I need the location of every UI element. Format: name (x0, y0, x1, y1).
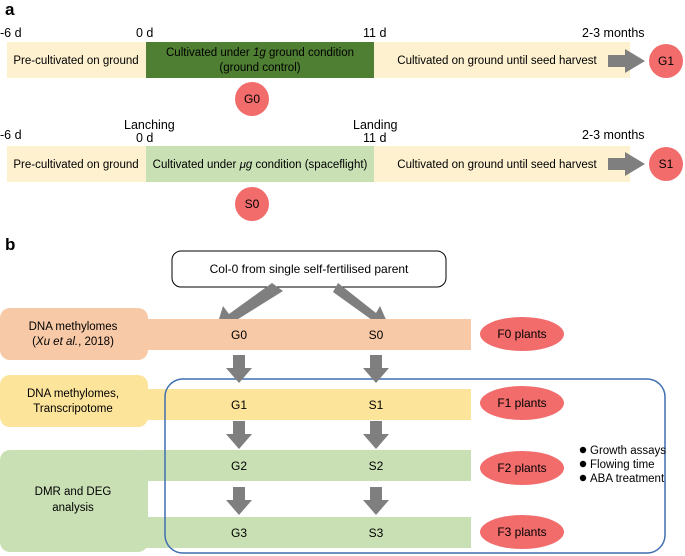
stage-post-label-row1: Cultivated on ground until seed harvest (397, 55, 597, 67)
tick-minus6-row1: -6 d (0, 26, 22, 40)
row-f1-g: G1 (231, 398, 247, 412)
row-f2-s: S2 (369, 459, 384, 473)
plants-badge-f1 (480, 386, 564, 420)
side-label-f1-line1: DNA methylomes, (27, 388, 119, 400)
plants-badge-f3 (480, 515, 564, 549)
tick-0-row1: 0 d (136, 26, 153, 40)
panel-a-label: a (5, 0, 15, 19)
panel-b-label: b (5, 235, 15, 254)
arrow-down-icon-g-f1 (226, 421, 252, 449)
band-f2 (140, 450, 471, 481)
arrow-down-icon-s-f1 (363, 421, 389, 449)
sample-circle-g0 (235, 82, 269, 116)
bullet-flowing-time: Flowing time (590, 459, 655, 471)
result-label-s1: S1 (659, 157, 674, 171)
stage-post-cultivation-row1 (374, 42, 630, 78)
band-f0 (140, 319, 471, 350)
bullet-dot-2 (579, 460, 587, 468)
row-f2-g: G2 (231, 459, 247, 473)
row-f1-s: S1 (369, 398, 384, 412)
stage-ground-control (146, 42, 374, 78)
arrow-down-icon-g-f2 (226, 487, 252, 515)
band-f1 (140, 389, 471, 420)
sample-label-s0: S0 (245, 197, 260, 211)
tick-months-row1: 2-3 months (582, 26, 645, 40)
arrow-down-icon-s-f0 (363, 355, 389, 383)
result-circle-s1 (649, 147, 683, 181)
stage-ground-control-line1: Cultivated under 1g ground condition (166, 47, 354, 59)
plants-badge-f2 (480, 451, 564, 485)
event-landing: Landing (353, 118, 398, 132)
event-launching: Lanching (124, 118, 175, 132)
side-label-f1-line2: Transcripotome (33, 403, 112, 415)
side-label-dmr-line2: analysis (52, 502, 94, 514)
side-label-box-dmr (0, 450, 148, 552)
plants-label-f2: F2 plants (497, 461, 546, 475)
row-f0-s: S0 (369, 328, 384, 342)
tick-minus6-row2: -6 d (0, 128, 22, 142)
tick-months-row2: 2-3 months (582, 128, 645, 142)
stage-pre-cultivation-row1 (7, 42, 146, 78)
stage-post-label-row2: Cultivated on ground until seed harvest (397, 159, 597, 171)
arrow-down-icon-g-f0 (226, 355, 252, 383)
side-label-f0-line2: (Xu et al., 2018) (32, 336, 114, 348)
stage-pre-cultivation-row2 (7, 146, 146, 182)
sample-label-g0: G0 (244, 92, 260, 106)
bullet-growth-assays: Growth assays (590, 445, 666, 457)
generation-group-border (164, 378, 666, 554)
plants-label-f0: F0 plants (497, 327, 546, 341)
row-f3-s: S3 (369, 526, 384, 540)
bullet-aba-treatment: ABA treatment (590, 473, 665, 485)
band-f3 (140, 517, 471, 548)
side-label-box-f0 (0, 308, 148, 360)
bullet-dot-1 (579, 446, 587, 454)
parent-box (171, 250, 447, 288)
arrow-right-icon-row2 (608, 152, 645, 176)
row-f0-g: G0 (231, 328, 247, 342)
sample-circle-s0 (235, 187, 269, 221)
bullet-dot-3 (579, 474, 587, 482)
stage-post-cultivation-row2 (374, 146, 630, 182)
side-label-f0-line1: DNA methylomes (29, 321, 118, 333)
row-f3-g: G3 (231, 526, 247, 540)
panel-a-row-spaceflight: -6 d Lanching 0 d Landing 11 d 2-3 month… (0, 118, 683, 221)
band-gap (148, 482, 168, 517)
side-label-box-f1 (0, 375, 148, 427)
stage-spaceflight (146, 146, 374, 182)
result-label-g1: G1 (658, 54, 674, 68)
plants-label-f3: F3 plants (497, 525, 546, 539)
tick-0-row2: 0 d (136, 131, 153, 145)
stage-ground-control-line2: (ground control) (219, 62, 300, 74)
arrow-right-icon-row1 (608, 49, 645, 73)
result-circle-g1 (649, 44, 683, 78)
stage-pre-label-row1: Pre-cultivated on ground (13, 55, 138, 67)
parent-box-label: Col-0 from single self-fertilised parent (210, 262, 409, 276)
arrow-down-icon-s-f2 (363, 487, 389, 515)
panel-a-row-ground: -6 d 0 d 11 d 2-3 months Pre-cultivated … (0, 26, 683, 116)
stage-pre-label-row2: Pre-cultivated on ground (13, 159, 138, 171)
plants-label-f1: F1 plants (497, 396, 546, 410)
side-label-dmr-line1: DMR and DEG (35, 486, 112, 498)
stage-spaceflight-label: Cultivated under μg condition (spaceflig… (153, 159, 368, 171)
tick-11-row2: 11 d (363, 131, 386, 145)
plants-badge-f0 (480, 317, 564, 351)
tick-11-row1: 11 d (363, 26, 386, 40)
